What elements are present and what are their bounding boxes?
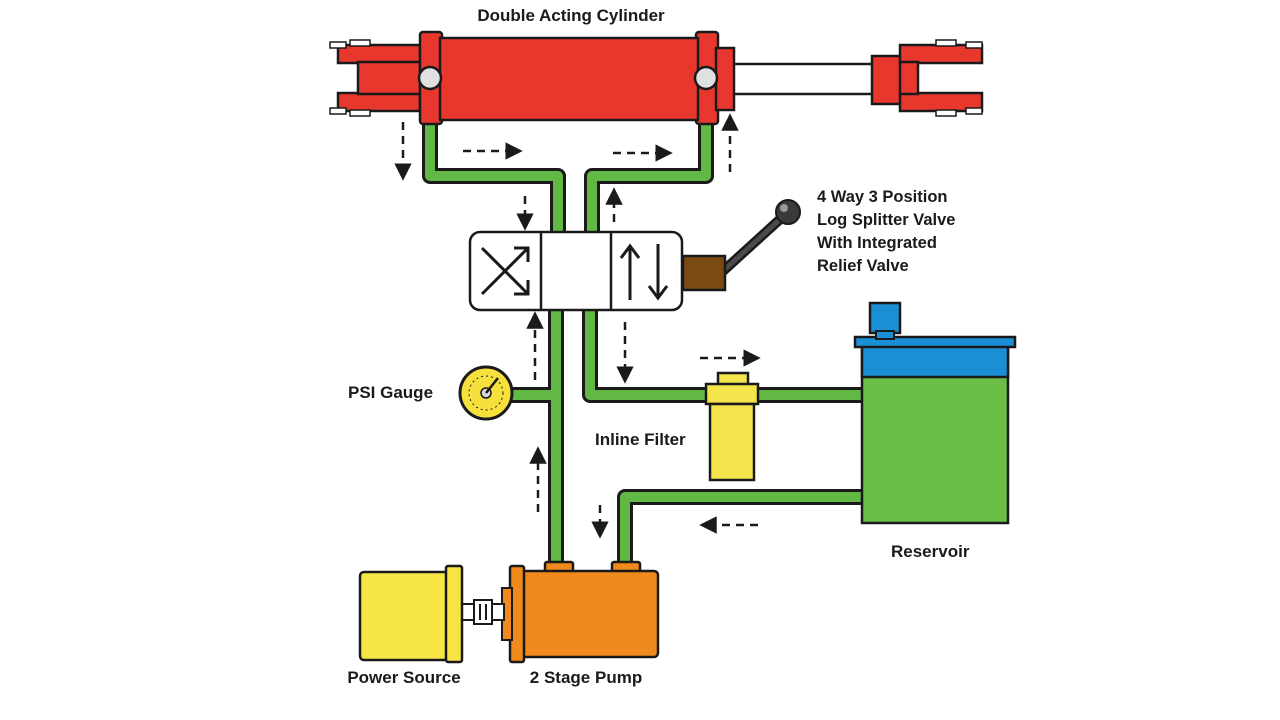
label-power-source: Power Source — [347, 668, 460, 687]
label-valve-line-1: 4 Way 3 Position — [817, 188, 948, 206]
valve-handle-base — [681, 254, 727, 292]
valve-parallel-symbol — [619, 243, 669, 301]
cylinder-rod — [730, 62, 876, 96]
reservoir — [853, 301, 1017, 525]
reservoir-top-band — [860, 343, 1010, 379]
log-splitter-valve — [468, 199, 801, 312]
reservoir-breather-cap — [868, 301, 902, 335]
valve-cross-symbol — [480, 246, 530, 296]
label-cylinder: Double Acting Cylinder — [477, 6, 665, 25]
reservoir-lid — [853, 335, 1017, 349]
double-acting-cylinder — [329, 30, 984, 126]
valve-handle — [681, 199, 801, 292]
flow-arrows — [394, 113, 761, 539]
label-valve-line-4: Relief Valve — [817, 257, 909, 275]
label-valve: 4 Way 3 Position Log Splitter Valve With… — [817, 188, 955, 275]
label-reservoir: Reservoir — [891, 542, 970, 561]
label-pump: 2 Stage Pump — [530, 668, 642, 687]
power-source — [358, 564, 464, 664]
cylinder-left-clevis — [329, 39, 422, 117]
label-psi-gauge: PSI Gauge — [348, 383, 433, 402]
label-valve-line-3: With Integrated — [817, 234, 937, 252]
inline-filter — [704, 371, 760, 482]
cylinder-port-right — [693, 65, 719, 91]
psi-gauge — [458, 365, 514, 421]
label-valve-line-2: Log Splitter Valve — [817, 211, 955, 229]
label-inline-filter: Inline Filter — [595, 430, 686, 449]
cylinder-barrel — [438, 36, 700, 122]
two-stage-pump — [501, 560, 660, 664]
valve-handle-knob — [775, 199, 801, 225]
cylinder-port-left — [417, 65, 443, 91]
shaft-coupling — [461, 599, 505, 625]
cylinder-right-clevis — [870, 39, 984, 117]
